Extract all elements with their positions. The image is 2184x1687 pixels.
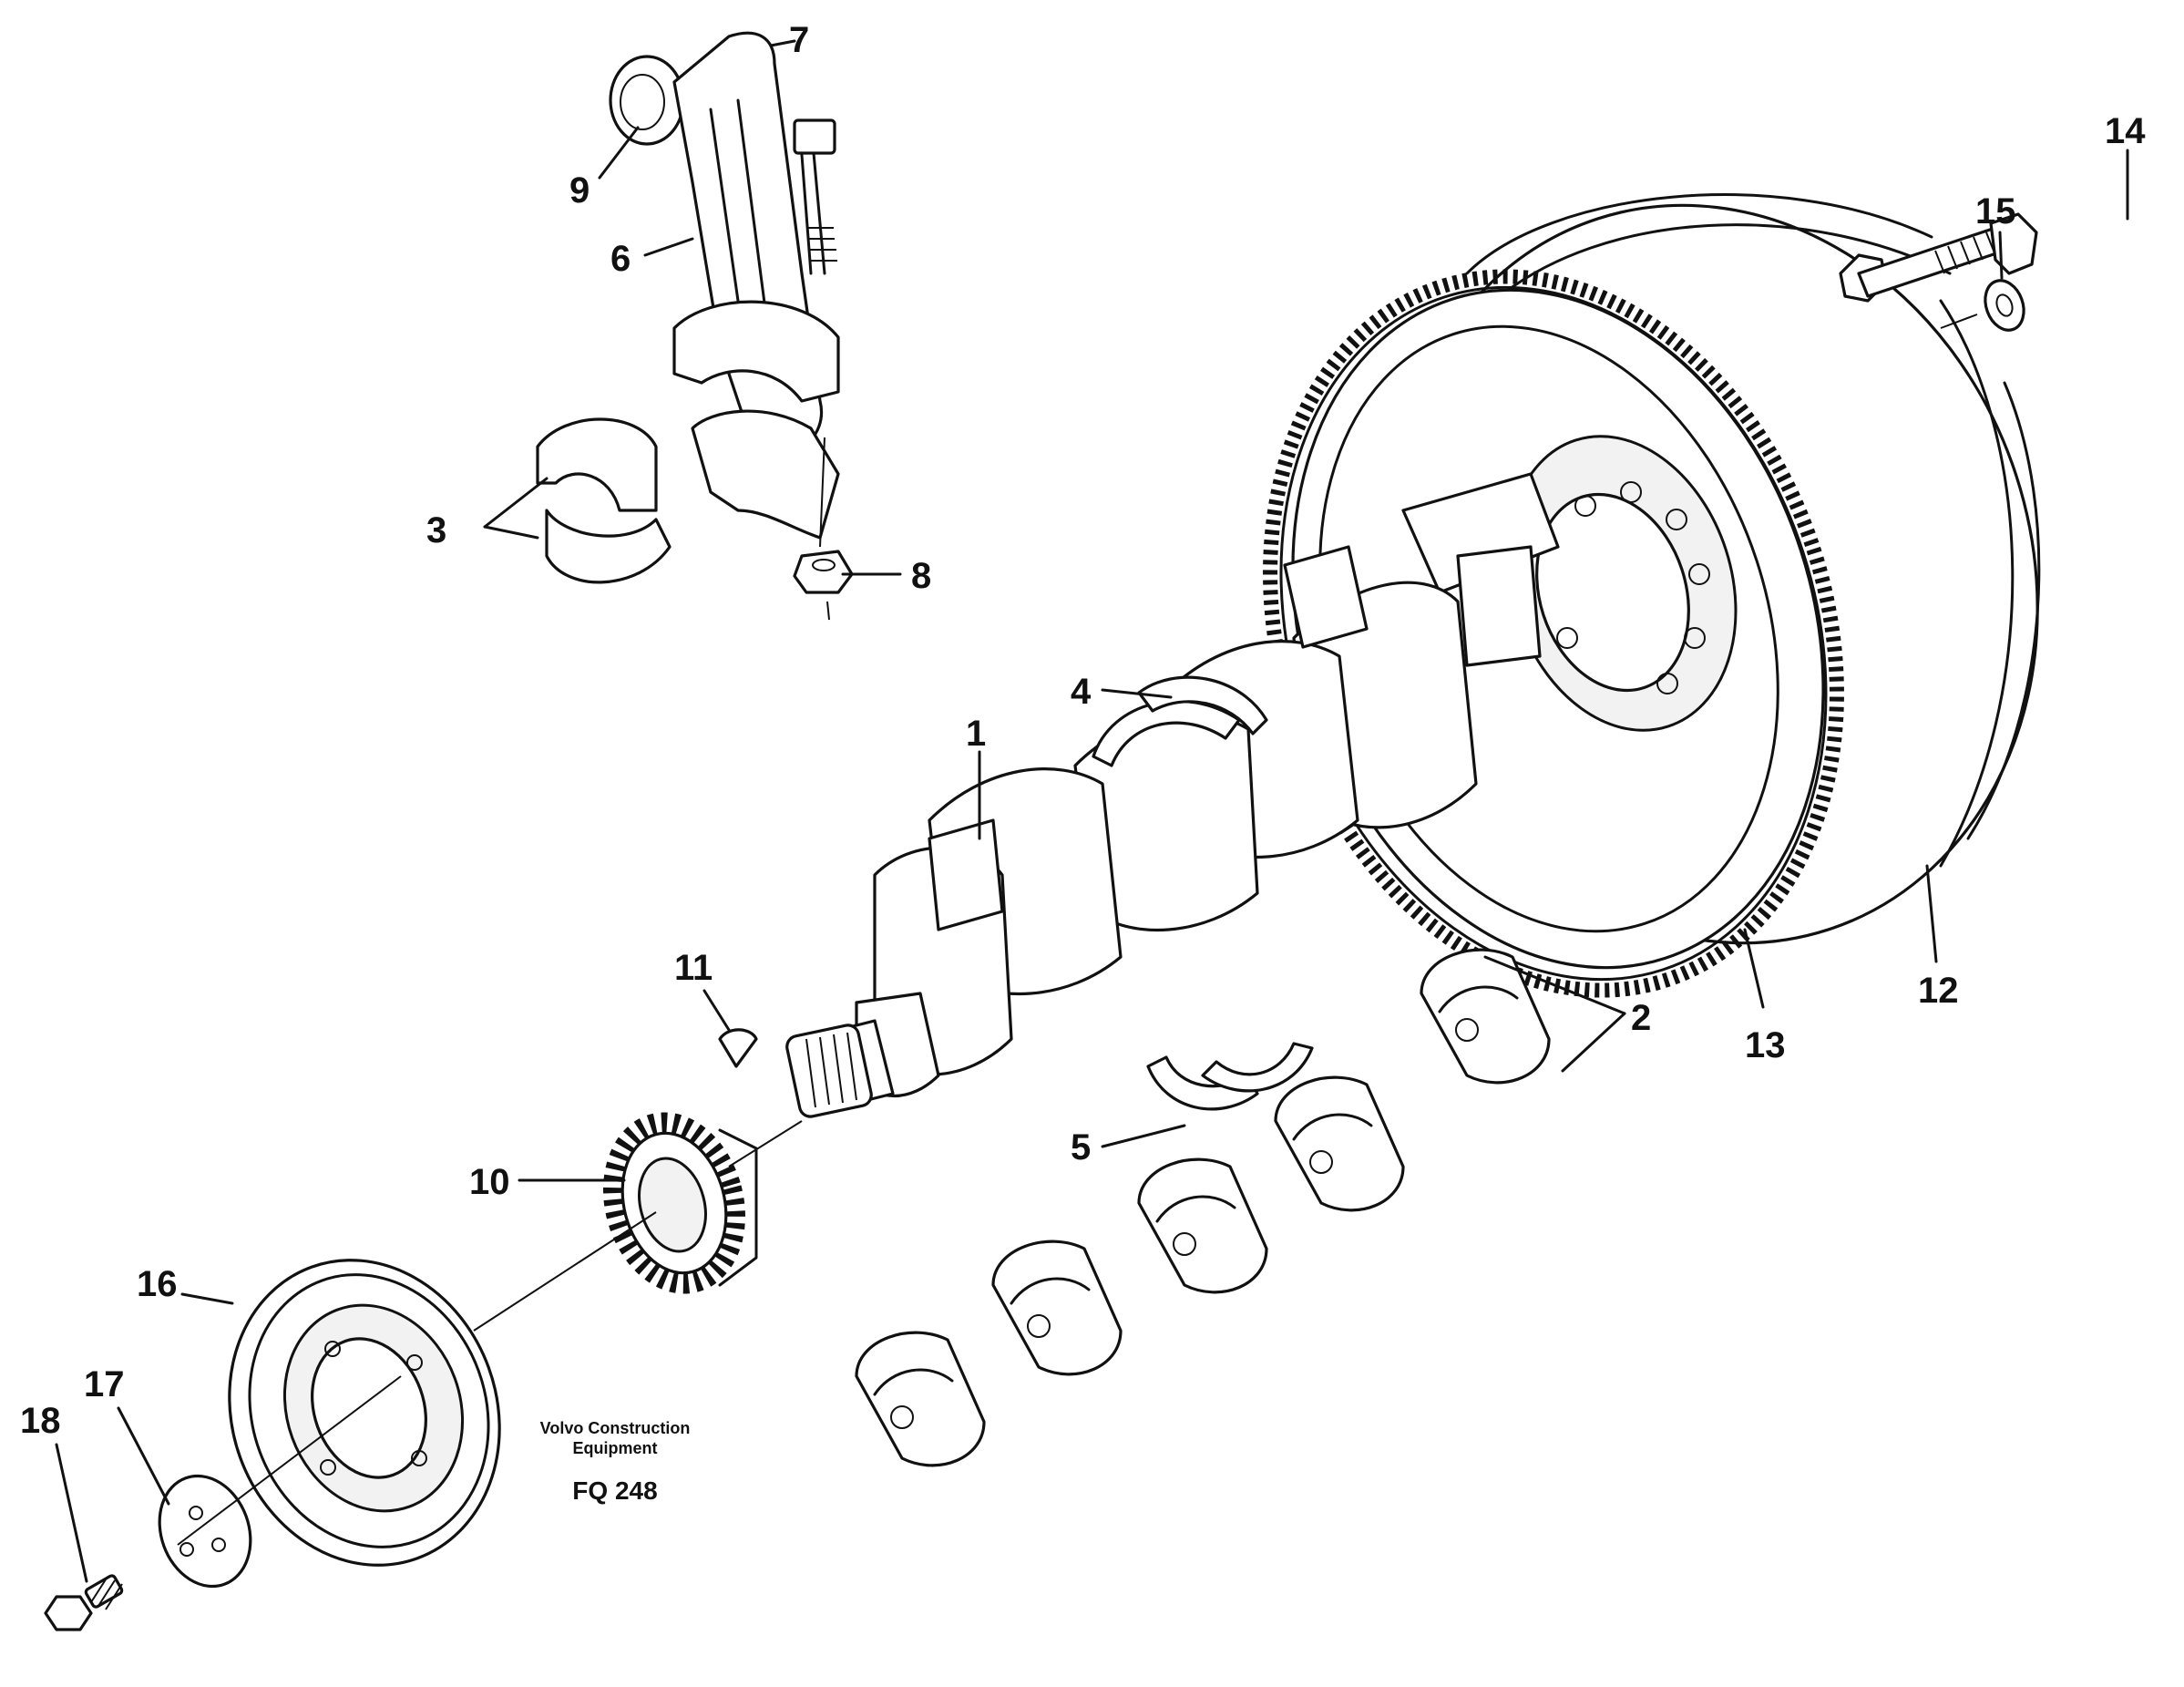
flywheel-bolt-holes xyxy=(1556,481,1710,694)
flywheel-washer xyxy=(1984,279,2025,332)
woodruff-key xyxy=(718,1028,758,1068)
flywheel-bolt xyxy=(1839,212,2038,303)
callout-15: 15 xyxy=(1975,191,2016,231)
caption-brand-line2: Equipment xyxy=(573,1439,658,1457)
damper-bolt xyxy=(44,1574,124,1631)
flywheel xyxy=(1291,193,2041,970)
caption-brand-line1: Volvo Construction xyxy=(540,1419,691,1437)
thrust-washers-lower xyxy=(1146,1042,1314,1111)
callout-14: 14 xyxy=(2105,111,2146,151)
callout-4: 4 xyxy=(1071,672,1092,712)
main-bearing-shell xyxy=(991,1240,1123,1376)
crankshaft-snout-spline xyxy=(785,1024,873,1118)
callout-2: 2 xyxy=(1631,998,1651,1038)
connecting-rod-nut xyxy=(793,550,854,594)
callout-10: 10 xyxy=(469,1162,510,1202)
thrust-washers-upper xyxy=(1092,675,1268,767)
big-end-bearing-shells xyxy=(536,417,672,584)
callout-11: 11 xyxy=(674,948,713,988)
callout-1: 1 xyxy=(966,714,986,754)
caption-figure-code: FQ 248 xyxy=(572,1476,657,1505)
callout-7: 7 xyxy=(789,20,809,60)
leader-lines xyxy=(55,39,2129,1583)
main-bearing-shell xyxy=(1137,1157,1268,1294)
crankshaft-gear xyxy=(603,1112,758,1294)
callout-18: 18 xyxy=(20,1401,61,1441)
callout-9: 9 xyxy=(569,170,590,211)
main-bearing-shell xyxy=(1420,948,1551,1085)
callout-8: 8 xyxy=(911,556,931,596)
assembly-axis-lines xyxy=(177,314,1978,1546)
callout-5: 5 xyxy=(1071,1127,1091,1168)
main-bearing-shell xyxy=(855,1331,986,1467)
vibration-damper xyxy=(228,1259,501,1567)
main-bearing-shell xyxy=(1274,1075,1405,1212)
callout-6: 6 xyxy=(610,239,631,279)
main-bearing-shells xyxy=(855,948,1551,1467)
connecting-rod-bolt xyxy=(793,118,837,275)
callout-13: 13 xyxy=(1745,1025,1786,1065)
callout-16: 16 xyxy=(137,1264,178,1304)
crankshaft xyxy=(785,472,1560,1118)
figure-caption: Volvo Construction Equipment FQ 248 xyxy=(540,1419,691,1505)
damper-washer xyxy=(158,1474,252,1589)
callout-12: 12 xyxy=(1918,971,1959,1011)
callout-3: 3 xyxy=(426,510,446,550)
callout-17: 17 xyxy=(84,1364,125,1404)
connecting-rod xyxy=(609,31,840,540)
callout-labels: 1 2 3 4 5 6 7 8 9 10 11 12 13 14 15 16 1… xyxy=(20,20,2146,1441)
